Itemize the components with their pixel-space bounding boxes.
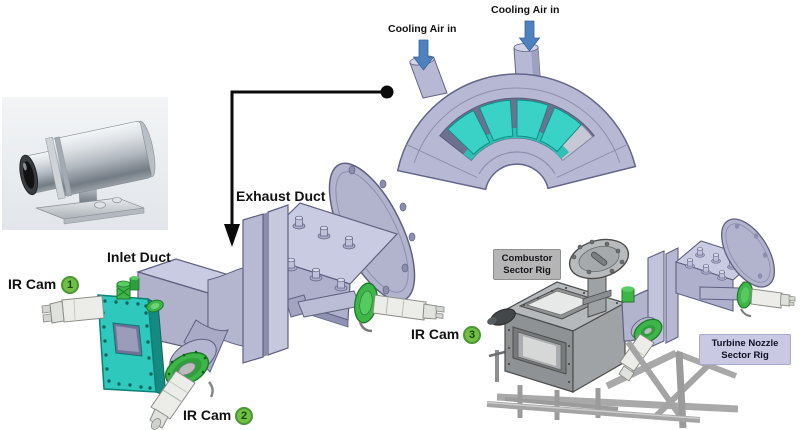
turbine-callout-line2: Sector Rig <box>721 349 769 361</box>
combustor-callout-line2: Sector Rig <box>503 264 551 276</box>
combustor-sector-rig-callout: Combustor Sector Rig <box>493 249 561 280</box>
cooling-air-down-arrow-icons <box>412 20 541 71</box>
down-arrow-icon <box>518 20 541 52</box>
ir-cam-1-label: IR Cam <box>8 276 57 292</box>
ir-cam-3-number-badge: 3 <box>463 326 481 344</box>
cooling-air-label-right: Cooling Air in <box>491 4 560 16</box>
ir-cam-3-label: IR Cam <box>411 326 460 342</box>
turbine-callout-line1: Turbine Nozzle <box>711 338 779 349</box>
combustor-turbine-rig-cad <box>486 218 796 429</box>
ir-cam-2-number-badge: 2 <box>235 407 253 425</box>
ir-cam-2-label: IR Cam <box>183 407 232 423</box>
callout-arrow <box>224 85 394 247</box>
test-duct-assembly-cad <box>41 162 445 430</box>
ir-camera-photo <box>2 97 168 230</box>
combustor-callout-line1: Combustor <box>501 253 553 264</box>
turbine-nozzle-sector-rig-callout: Turbine Nozzle Sector Rig <box>699 334 791 365</box>
exhaust-duct-label: Exhaust Duct <box>236 188 326 204</box>
cooling-air-label-left: Cooling Air in <box>388 23 457 35</box>
ir-cam-1-number-badge: 1 <box>61 276 79 294</box>
nozzle-sector-cad <box>396 43 637 191</box>
down-arrow-icon <box>412 39 435 71</box>
inlet-duct-label: Inlet Duct <box>107 249 171 265</box>
